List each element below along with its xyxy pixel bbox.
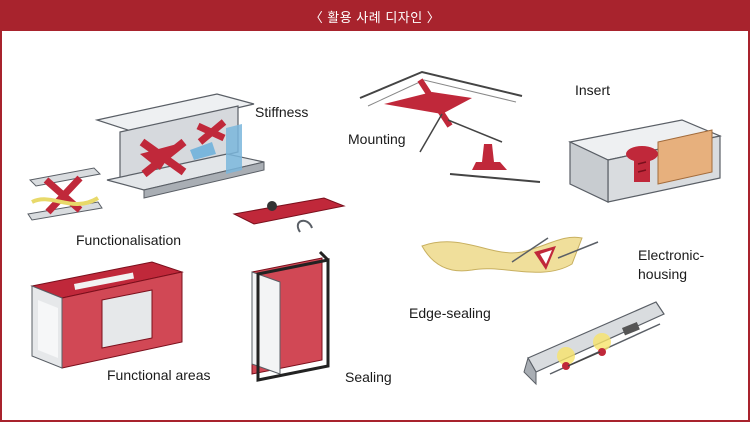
label-functionalisation: Functionalisation xyxy=(76,232,182,248)
bracket-left: 〈 xyxy=(309,10,324,25)
label-mounting: Mounting xyxy=(348,131,406,147)
label-electronic-line2: housing xyxy=(638,266,688,282)
insert-illustration xyxy=(568,119,722,203)
label-edge-sealing: Edge-sealing xyxy=(409,305,491,321)
label-insert: Insert xyxy=(575,82,611,98)
stiffness-illustration xyxy=(94,93,265,199)
mounting-illustration xyxy=(359,70,541,183)
electronic-housing-illustration xyxy=(523,301,665,386)
header-title: 활용 사례 디자인 xyxy=(327,10,423,25)
label-stiffness: Stiffness xyxy=(255,104,309,120)
header-bar: 〈 활용 사례 디자인 〉 xyxy=(2,2,748,31)
functional-areas-illustration xyxy=(30,261,184,369)
label-electronic-line1: Electronic- xyxy=(638,247,705,263)
sealing-illustration xyxy=(232,197,346,382)
label-functional-areas: Functional areas xyxy=(107,367,211,383)
functionalisation-illustration xyxy=(27,167,103,221)
label-sealing: Sealing xyxy=(345,369,392,385)
bracket-right: 〉 xyxy=(426,10,441,25)
edge-sealing-illustration xyxy=(421,236,599,273)
